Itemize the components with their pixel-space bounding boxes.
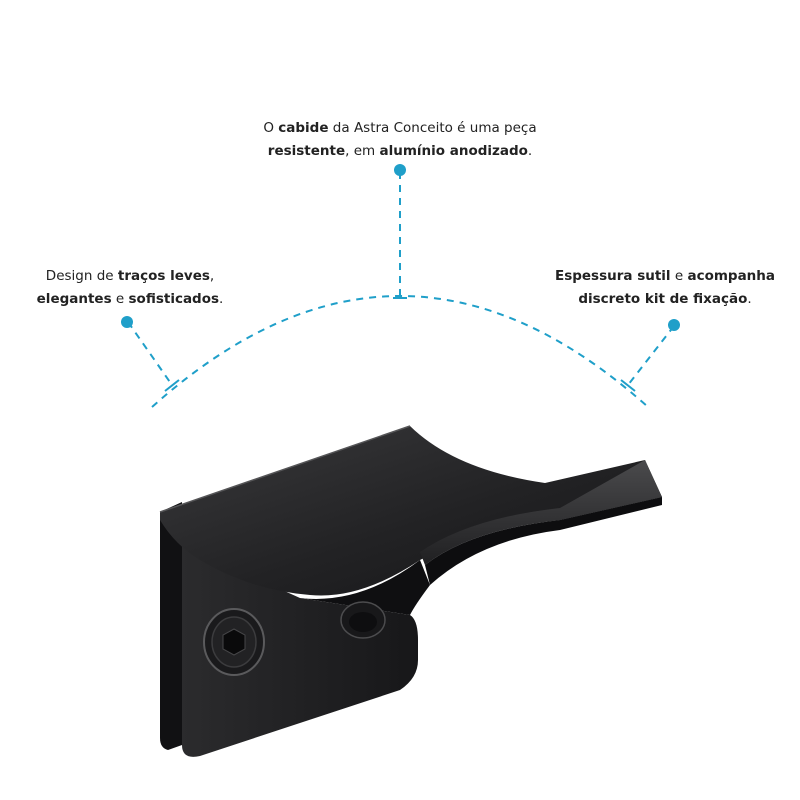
leader-dots bbox=[121, 164, 680, 331]
edge-highlight bbox=[159, 425, 411, 513]
screw-head-icon bbox=[340, 601, 386, 639]
leader-tick-left bbox=[164, 379, 180, 392]
back-plate-face bbox=[182, 545, 418, 757]
hook-lip-edge bbox=[420, 460, 662, 565]
callout-right: Espessura sutil e acompanha discreto kit… bbox=[545, 265, 785, 311]
leader-tick-right bbox=[620, 379, 636, 392]
dot-right bbox=[668, 319, 680, 331]
callout-top-line1: O cabide da Astra Conceito é uma peça bbox=[200, 117, 600, 140]
callout-text: , em bbox=[345, 143, 380, 159]
callout-bold-text: resistente bbox=[267, 143, 346, 159]
callout-right-line1: Espessura sutil e acompanha bbox=[545, 265, 785, 288]
callout-top: O cabide da Astra Conceito é uma peça re… bbox=[200, 117, 600, 163]
callout-text: . bbox=[747, 291, 752, 307]
callout-text: , bbox=[209, 268, 215, 284]
hex-socket-screw-icon bbox=[203, 608, 265, 676]
callout-bold-text: cabide bbox=[278, 120, 329, 136]
callout-bold-text: alumínio anodizado bbox=[379, 143, 528, 159]
dashed-guides bbox=[127, 172, 675, 408]
dot-top bbox=[394, 164, 406, 176]
dot-left bbox=[121, 316, 133, 328]
callout-left: Design de traços leves, elegantes e sofi… bbox=[20, 265, 240, 311]
wall-hook bbox=[159, 425, 662, 757]
callout-bold-text: discreto kit de fixação bbox=[578, 291, 748, 307]
callout-text: da Astra Conceito é uma peça bbox=[328, 120, 537, 136]
callout-bold-text: acompanha bbox=[687, 268, 776, 284]
callout-right-line2: discreto kit de fixação. bbox=[545, 288, 785, 311]
hook-inner-shadow bbox=[300, 560, 430, 615]
callout-bold-text: sofisticados bbox=[128, 291, 220, 307]
callout-text: e bbox=[111, 291, 129, 307]
hook-lip-underside bbox=[425, 497, 662, 585]
leader-ticks bbox=[164, 297, 636, 392]
callout-left-line2: elegantes e sofisticados. bbox=[20, 288, 240, 311]
callout-bold-text: traços leves bbox=[117, 268, 210, 284]
callout-text: O bbox=[263, 120, 279, 136]
callout-left-line1: Design de traços leves, bbox=[20, 265, 240, 288]
callout-text: Design de bbox=[45, 268, 118, 284]
hook-top-surface bbox=[160, 426, 662, 596]
callout-top-line2: resistente, em alumínio anodizado. bbox=[200, 140, 600, 163]
dashed-arc bbox=[151, 295, 649, 408]
callout-text: . bbox=[527, 143, 533, 159]
back-plate-side bbox=[160, 502, 182, 750]
callout-text: . bbox=[219, 291, 224, 307]
callout-bold-text: elegantes bbox=[36, 291, 112, 307]
callout-text: e bbox=[670, 268, 688, 284]
callout-bold-text: Espessura sutil bbox=[554, 268, 671, 284]
